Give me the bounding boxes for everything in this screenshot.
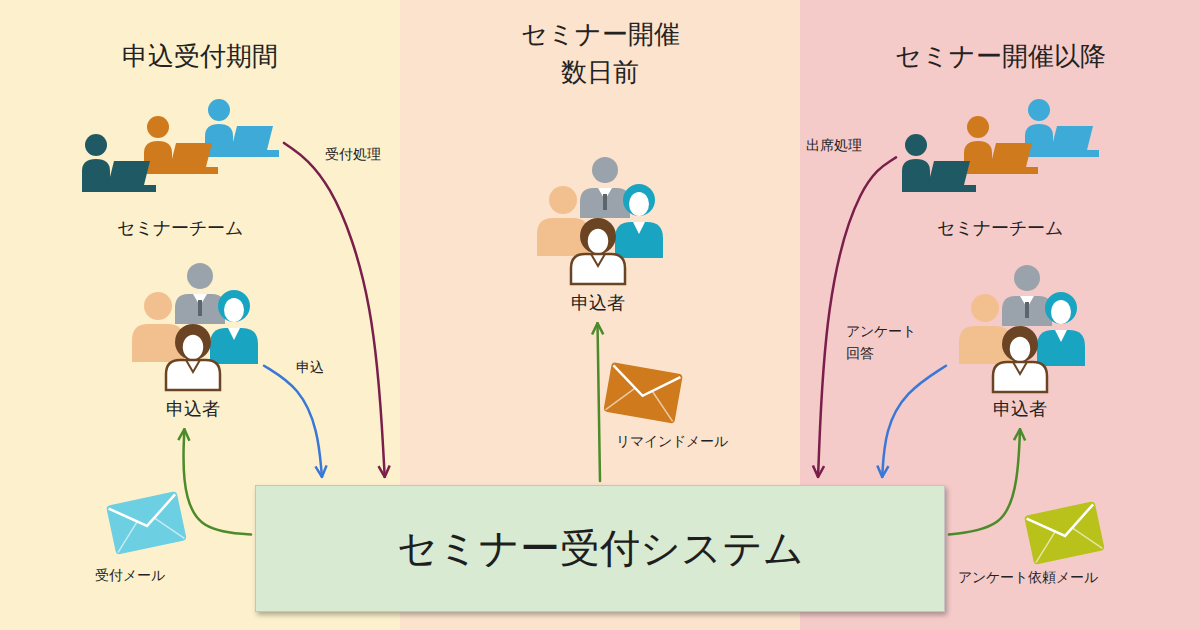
column-heading: セミナー開催 数日前 (510, 16, 690, 91)
applicant-node: 申込者 (530, 152, 665, 315)
edge-label: リマインドメール (616, 430, 728, 452)
flow-arrow (882, 366, 946, 477)
system-box: セミナー受付システム (255, 485, 945, 612)
edge-label: アンケート 回答 (846, 320, 926, 365)
mail-icon (106, 491, 187, 555)
actor-label: セミナーチーム (900, 215, 1100, 240)
column-heading: 申込受付期間 (10, 38, 390, 76)
flow-arrow (264, 366, 322, 477)
edge-label: 申込 (296, 356, 324, 378)
team-icon (902, 99, 1099, 192)
applicant-node: 申込者 (950, 258, 1090, 421)
actor-label: セミナーチーム (80, 215, 280, 240)
applicant-node: 申込者 (125, 258, 260, 421)
edge-label: 受付処理 (325, 143, 381, 165)
team-node: セミナーチーム (900, 95, 1100, 240)
applicant-icon (537, 157, 663, 284)
applicant-icon (959, 265, 1085, 392)
edge-label: アンケート依頼メール (958, 566, 1098, 588)
team-node: セミナーチーム (80, 95, 280, 240)
actor-label: 申込者 (530, 290, 665, 315)
actor-label: 申込者 (125, 396, 260, 421)
flow-arrow (183, 429, 251, 534)
edge-label: 受付メール (95, 564, 165, 586)
flow-arrow (598, 323, 601, 481)
edge-label: 出席処理 (806, 134, 862, 156)
column-heading: セミナー開催以降 (810, 38, 1190, 76)
flow-arrow (949, 429, 1020, 534)
system-name: セミナー受付システム (397, 521, 804, 576)
flow-arrow (818, 157, 896, 477)
applicant-icon (132, 263, 258, 390)
mail-icon (603, 362, 683, 424)
flow-arrow (284, 143, 385, 477)
actor-label: 申込者 (950, 396, 1090, 421)
mail-icon (1024, 501, 1105, 565)
team-icon (82, 99, 279, 192)
